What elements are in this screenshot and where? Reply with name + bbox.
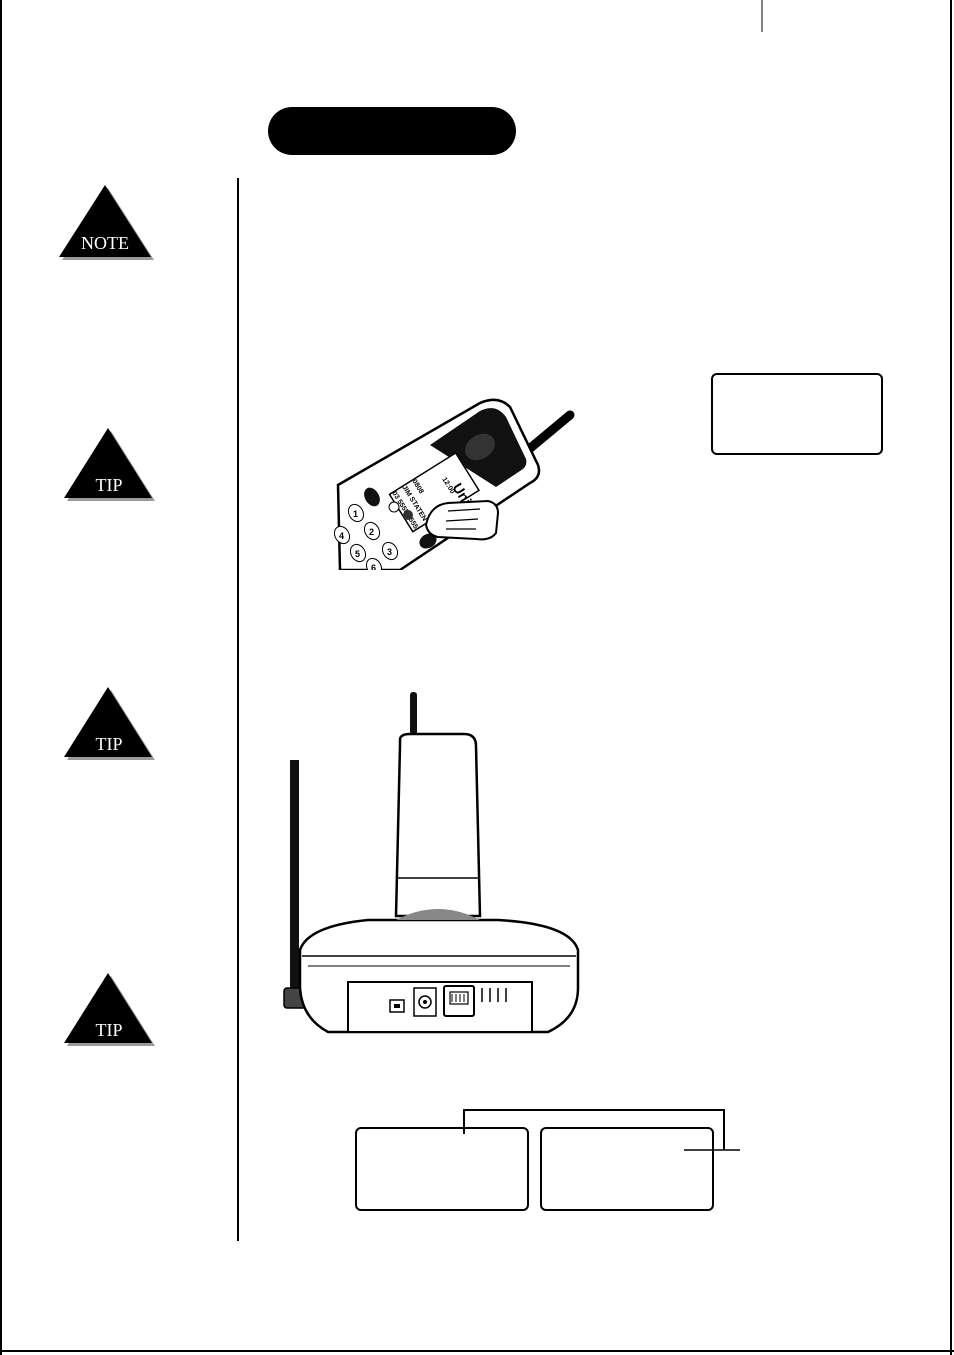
triangle-tip-icon — [64, 428, 155, 501]
lcd-display-box-left — [355, 1127, 529, 1211]
note-callout-label: NOTE — [81, 233, 129, 253]
lcd-display-box-right — [540, 1127, 714, 1211]
tip-callout-label: TIP — [95, 475, 123, 495]
tip-callout-3: TIP — [62, 972, 156, 1048]
crop-mark — [761, 0, 763, 32]
key-2: 2 — [369, 527, 374, 537]
handset-illustration: Uniden 0808 JIM STATEN 03 5555 5555 12:0… — [333, 398, 575, 573]
key-4: 4 — [339, 531, 344, 541]
key-5: 5 — [355, 549, 360, 559]
page-left-border — [0, 0, 2, 1355]
base-unit-illustration — [283, 692, 580, 1034]
key-1: 1 — [353, 509, 358, 519]
triangle-tip-icon — [64, 687, 155, 760]
key-6: 6 — [371, 563, 376, 573]
note-callout: NOTE — [55, 184, 155, 262]
key-3: 3 — [387, 547, 392, 557]
page-bottom-border — [0, 1350, 954, 1352]
page-right-border — [950, 0, 952, 1355]
tip-callout-label: TIP — [95, 1020, 123, 1040]
tip-callout-1: TIP — [62, 427, 156, 503]
triangle-note-icon — [59, 185, 154, 260]
section-banner — [268, 107, 516, 155]
tip-callout-2: TIP — [62, 686, 156, 762]
lcd-display-box — [711, 373, 883, 455]
triangle-tip-icon — [64, 973, 155, 1046]
tip-callout-label: TIP — [95, 734, 123, 754]
column-divider — [237, 178, 239, 1241]
